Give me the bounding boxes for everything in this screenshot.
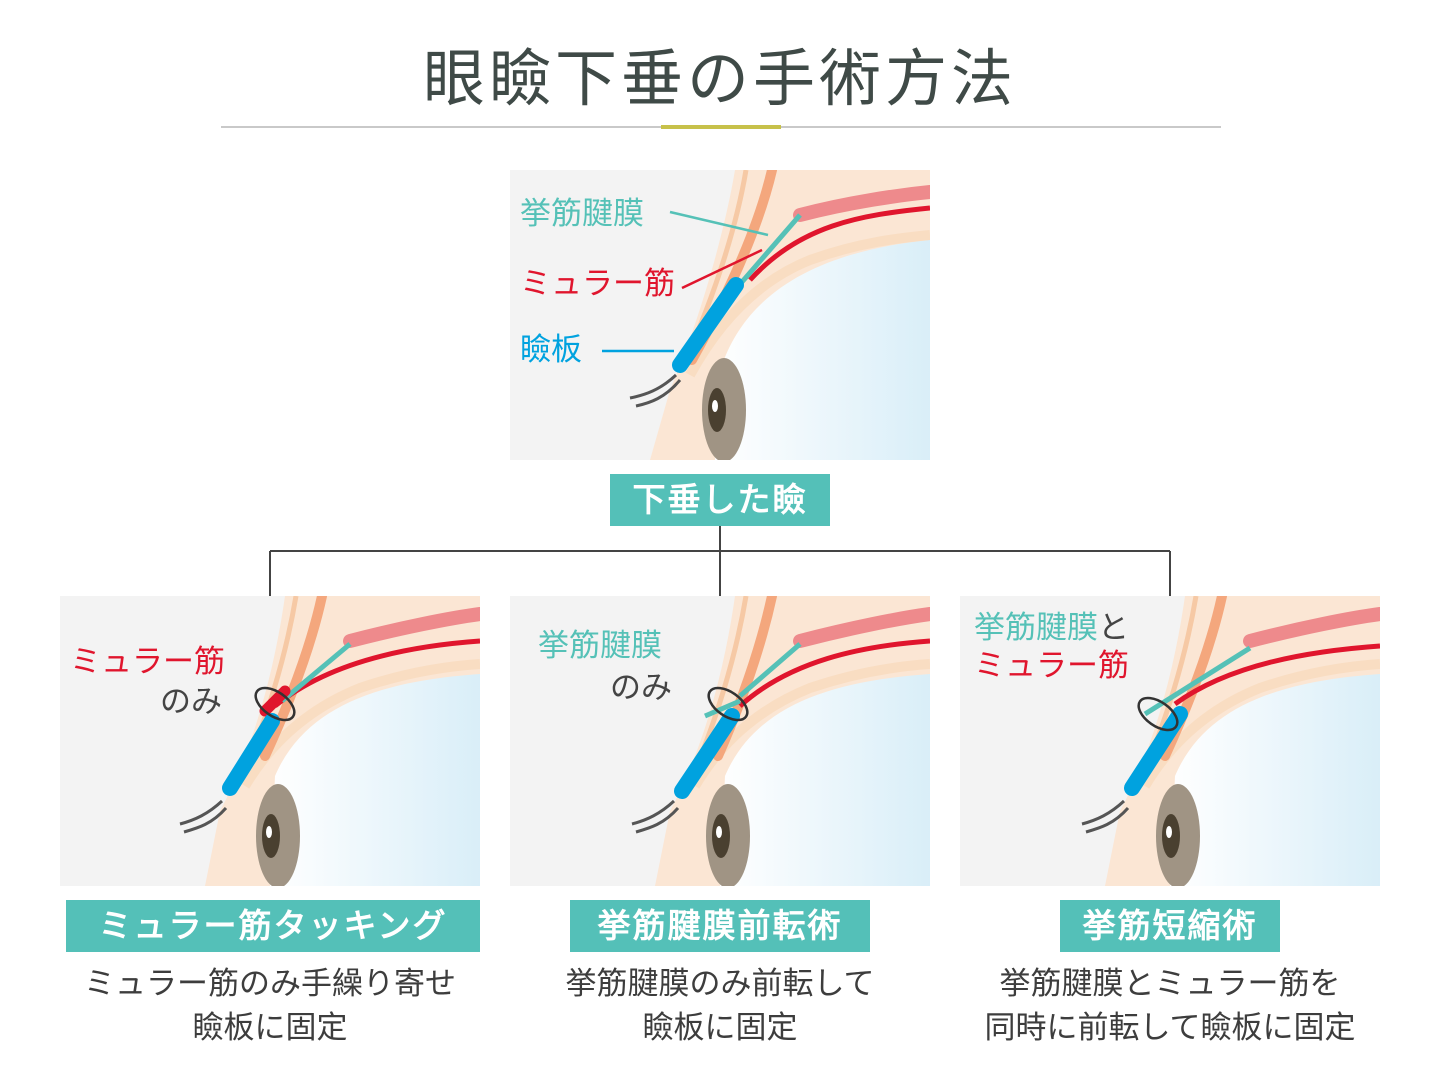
label-muller-only-line1: ミュラー筋 bbox=[70, 644, 225, 680]
ptotic-eyelid-illustration: 挙筋腱膜 ミュラー筋 瞼板 bbox=[510, 170, 930, 460]
label-levator-only-line1: 挙筋腱膜 bbox=[538, 628, 662, 664]
label-levator-only-line2: のみ bbox=[610, 670, 672, 706]
page-title: 眼瞼下垂の手術方法 bbox=[422, 42, 1017, 115]
muller-tucking-badge: ミュラー筋タッキング bbox=[66, 900, 480, 952]
label-muller-muscle: ミュラー筋 bbox=[520, 266, 675, 302]
levator-advancement-description: 挙筋腱膜のみ前転して 瞼板に固定 bbox=[565, 966, 875, 1046]
title-divider-accent bbox=[661, 125, 781, 129]
label-levator-and-muller-line1: 挙筋腱膜と bbox=[974, 610, 1129, 646]
ptotic-eyelid-badge: 下垂した瞼 bbox=[610, 474, 830, 526]
label-muller-only-line2: のみ bbox=[160, 684, 222, 720]
muller-tucking-description: ミュラー筋のみ手繰り寄せ 瞼板に固定 bbox=[84, 966, 456, 1046]
levator-resection-description: 挙筋腱膜とミュラー筋を 同時に前転して瞼板に固定 bbox=[984, 966, 1356, 1046]
levator-resection-illustration: 挙筋腱膜と ミュラー筋 bbox=[960, 596, 1380, 886]
levator-advancement-illustration: 挙筋腱膜 のみ bbox=[510, 596, 930, 886]
levator-advancement-badge: 挙筋腱膜前転術 bbox=[570, 900, 870, 952]
label-levator-and-muller-line2: ミュラー筋 bbox=[974, 648, 1129, 684]
label-tarsus: 瞼板 bbox=[520, 332, 582, 368]
levator-resection-badge: 挙筋短縮術 bbox=[1060, 900, 1280, 952]
muller-tucking-illustration: ミュラー筋 のみ bbox=[60, 596, 480, 886]
label-levator-aponeurosis: 挙筋腱膜 bbox=[520, 196, 644, 232]
